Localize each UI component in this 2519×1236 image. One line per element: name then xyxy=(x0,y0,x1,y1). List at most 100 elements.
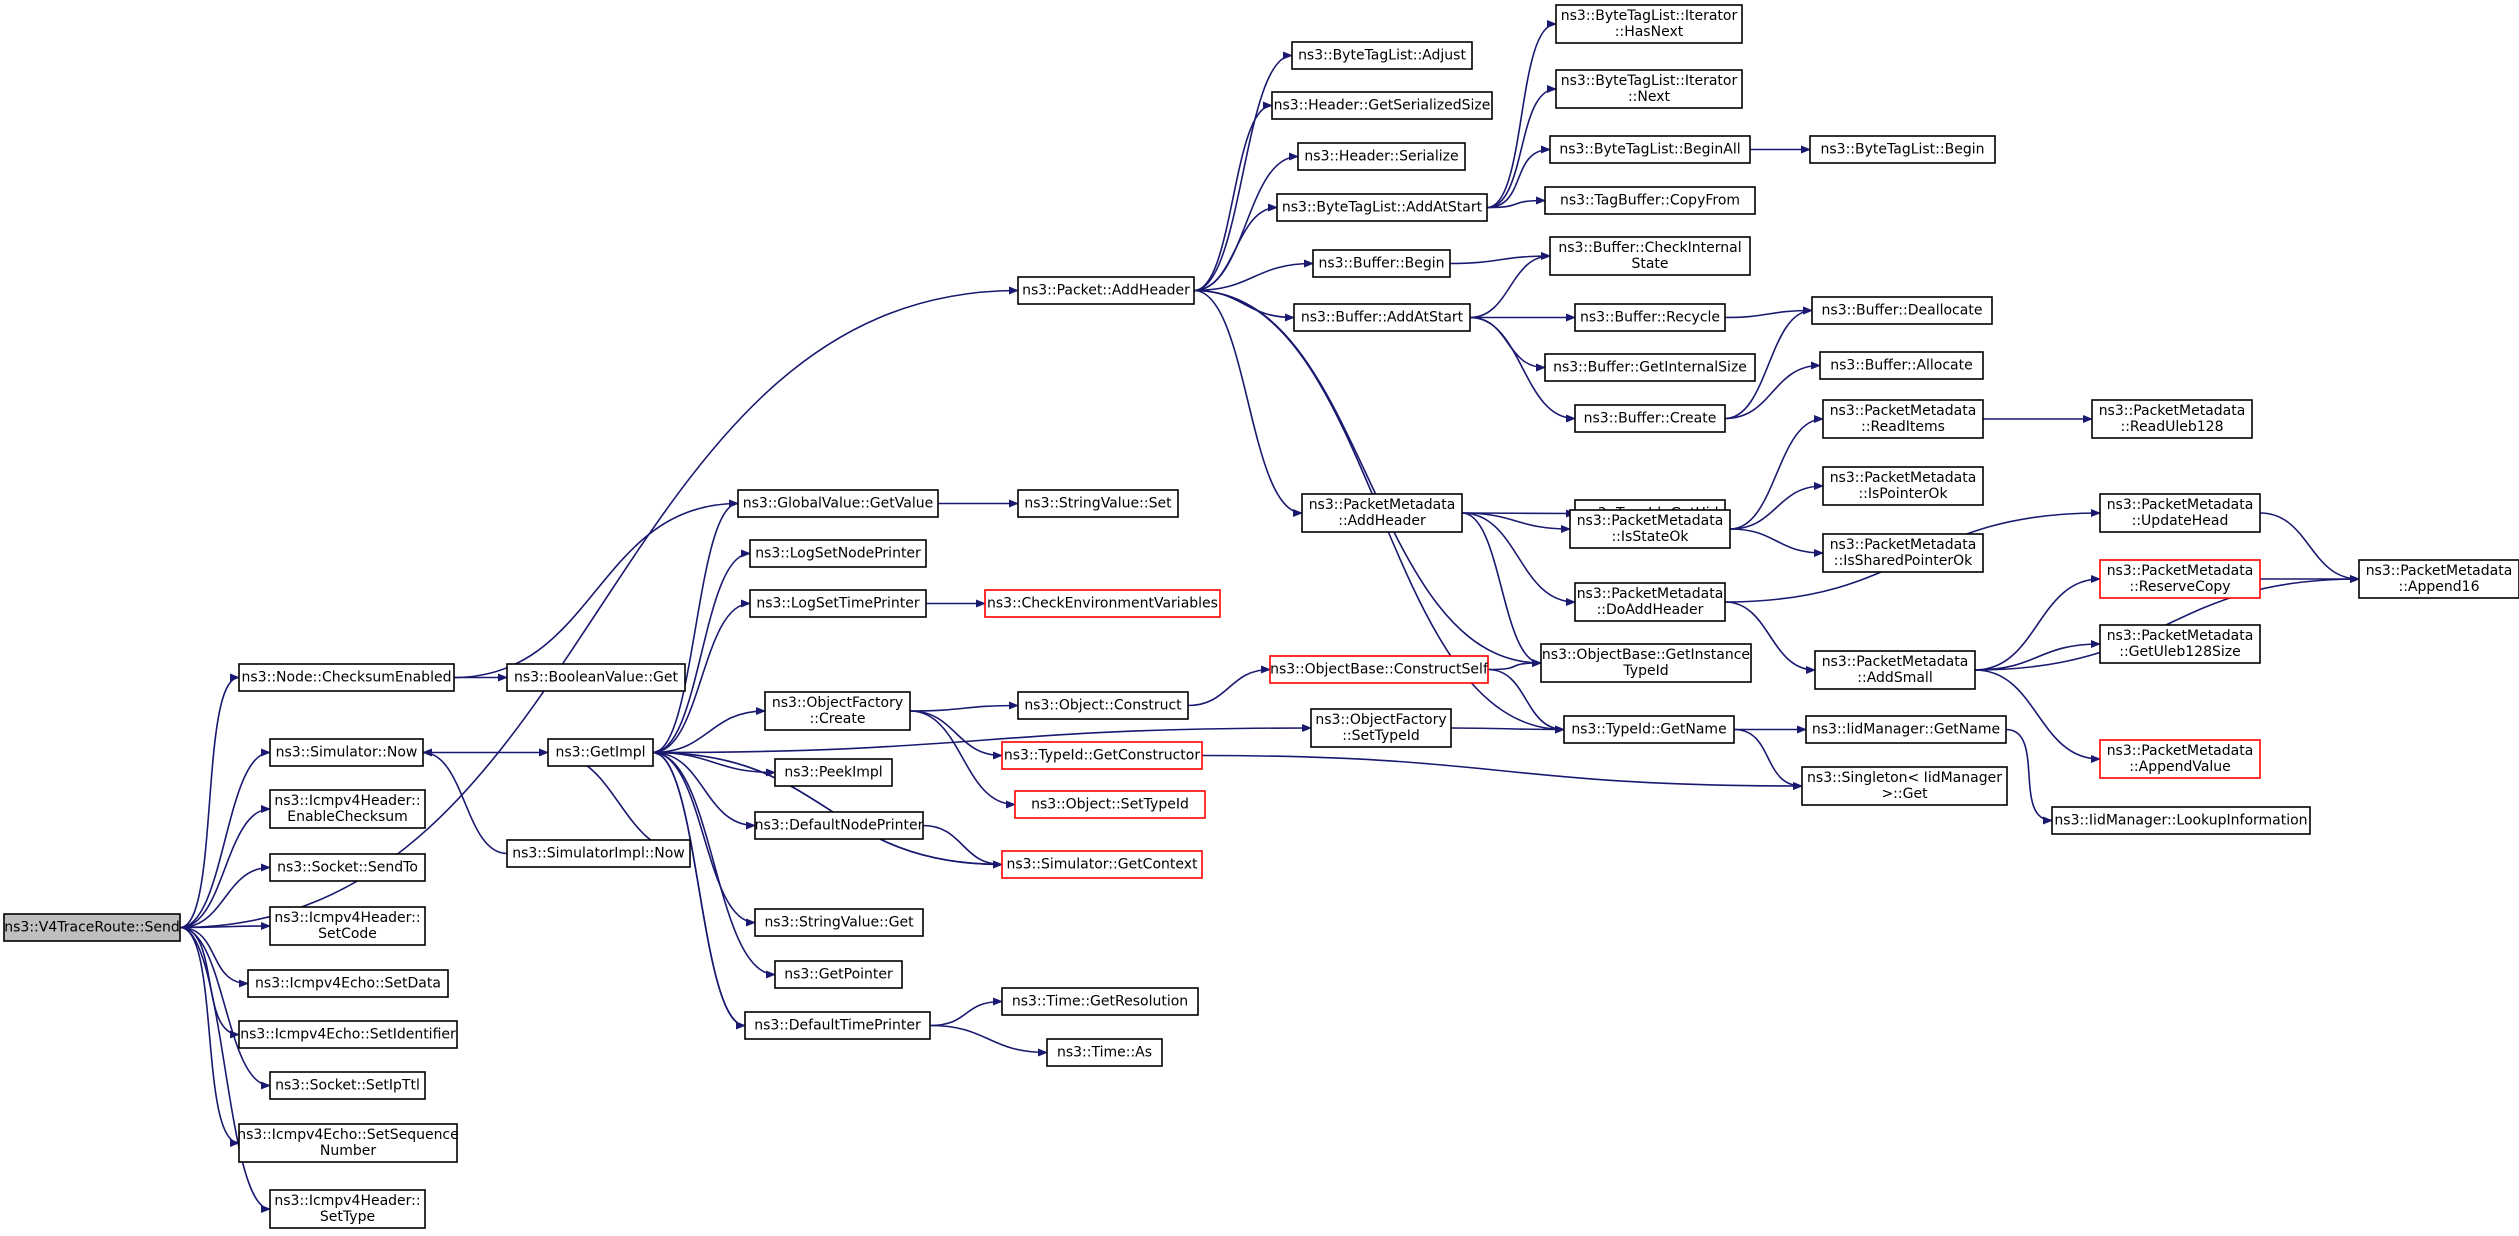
node-pmGetUlebSize[interactable]: ns3::PacketMetadata::GetUleb128Size xyxy=(2099,624,2261,664)
node-label: ns3::ByteTagList::Begin xyxy=(1821,142,1985,158)
node-label: ::HasNext xyxy=(1615,24,1684,40)
node-label: ns3::BooleanValue::Get xyxy=(514,670,679,686)
node-simGetContext[interactable]: ns3::Simulator::GetContext xyxy=(1001,850,1203,879)
node-bufDealloc[interactable]: ns3::Buffer::Deallocate xyxy=(1811,296,1993,325)
node-bufRecycle[interactable]: ns3::Buffer::Recycle xyxy=(1574,303,1726,332)
node-bufBegin[interactable]: ns3::Buffer::Begin xyxy=(1312,249,1451,278)
node-btlBeginAll[interactable]: ns3::ByteTagList::BeginAll xyxy=(1549,135,1751,164)
edge-getImpl-svGet xyxy=(652,751,756,927)
node-ofSetTypeId[interactable]: ns3::ObjectFactory::SetTypeId xyxy=(1310,708,1452,748)
node-box xyxy=(774,960,903,989)
node-pmAddSmall[interactable]: ns3::PacketMetadata::AddSmall xyxy=(1814,650,1976,690)
node-label: ns3::Buffer::Create xyxy=(1584,411,1717,427)
node-btliNext[interactable]: ns3::ByteTagList::Iterator::Next xyxy=(1555,69,1743,109)
node-label: ns3::Icmpv4Echo::SetSequence xyxy=(237,1127,459,1143)
node-btlAddAtStart[interactable]: ns3::ByteTagList::AddAtStart xyxy=(1276,193,1488,222)
node-setdata[interactable]: ns3::Icmpv4Echo::SetData xyxy=(247,969,449,998)
node-gvGetValue[interactable]: ns3::GlobalValue::GetValue xyxy=(737,489,939,518)
node-iidLookup[interactable]: ns3::IidManager::LookupInformation xyxy=(2051,806,2311,835)
node-label: ns3::PacketMetadata xyxy=(2107,628,2254,644)
node-label: ns3::V4TraceRoute::Send xyxy=(4,920,179,936)
edge-send-settype xyxy=(179,926,271,1213)
node-box xyxy=(737,489,939,518)
node-label: ns3::Simulator::Now xyxy=(276,745,418,761)
node-setipttl[interactable]: ns3::Socket::SetIpTtl xyxy=(269,1071,426,1100)
node-bufGetIntSize[interactable]: ns3::Buffer::GetInternalSize xyxy=(1544,353,1756,382)
node-enablecs[interactable]: ns3::Icmpv4Header::EnableChecksum xyxy=(269,789,426,829)
node-defTimePrinter[interactable]: ns3::DefaultTimePrinter xyxy=(744,1011,931,1040)
node-bufAlloc[interactable]: ns3::Buffer::Allocate xyxy=(1819,351,1984,380)
node-defNodePrinter[interactable]: ns3::DefaultNodePrinter xyxy=(754,811,924,840)
edge-bufBegin-bufCheckInt xyxy=(1449,252,1551,265)
node-logSetTime[interactable]: ns3::LogSetTimePrinter xyxy=(749,589,927,618)
node-svGet[interactable]: ns3::StringValue::Get xyxy=(754,908,924,937)
node-getImpl[interactable]: ns3::GetImpl xyxy=(547,738,654,767)
node-pmIsShared[interactable]: ns3::PacketMetadata::IsSharedPointerOk xyxy=(1822,533,1984,573)
node-timeAs[interactable]: ns3::Time::As xyxy=(1046,1038,1163,1067)
node-label: ns3::PacketMetadata xyxy=(1830,403,1977,419)
node-pmReadItems[interactable]: ns3::PacketMetadata::ReadItems xyxy=(1822,399,1984,439)
node-pmIsStateOk[interactable]: ns3::PacketMetadata::IsStateOk xyxy=(1569,509,1731,549)
edge-obConstructSelf-obGetInstTid xyxy=(1487,659,1542,671)
node-obConstructSelf[interactable]: ns3::ObjectBase::ConstructSelf xyxy=(1269,655,1489,684)
node-label: ns3::Icmpv4Echo::SetIdentifier xyxy=(240,1027,456,1043)
node-logSetNode[interactable]: ns3::LogSetNodePrinter xyxy=(749,539,927,568)
node-peekImpl[interactable]: ns3::PeekImpl xyxy=(774,758,893,787)
node-pmAppendValue[interactable]: ns3::PacketMetadata::AppendValue xyxy=(2099,739,2261,779)
node-svSet[interactable]: ns3::StringValue::Set xyxy=(1017,489,1179,518)
node-box xyxy=(269,1189,426,1229)
node-label: ::GetUleb128Size xyxy=(2119,644,2240,660)
node-settype[interactable]: ns3::Icmpv4Header::SetType xyxy=(269,1189,426,1229)
node-objSetTid[interactable]: ns3::Object::SetTypeId xyxy=(1014,790,1206,819)
node-objConstruct[interactable]: ns3::Object::Construct xyxy=(1017,691,1189,720)
node-box xyxy=(1544,353,1756,382)
edge-bufCreate-bufAlloc xyxy=(1724,361,1821,420)
node-sendto[interactable]: ns3::Socket::SendTo xyxy=(269,853,426,882)
node-box xyxy=(754,908,924,937)
node-pmDoAddHeader[interactable]: ns3::PacketMetadata::DoAddHeader xyxy=(1574,582,1726,622)
node-tbCopyFrom[interactable]: ns3::TagBuffer::CopyFrom xyxy=(1544,186,1756,215)
node-getPointer[interactable]: ns3::GetPointer xyxy=(774,960,903,989)
node-hdrSer[interactable]: ns3::Header::Serialize xyxy=(1297,142,1466,171)
node-send[interactable]: ns3::V4TraceRoute::Send xyxy=(3,913,181,942)
node-iidGetName[interactable]: ns3::IidManager::GetName xyxy=(1805,715,2007,744)
node-label: ns3::StringValue::Get xyxy=(764,915,914,931)
node-bufAddAtStart[interactable]: ns3::Buffer::AddAtStart xyxy=(1293,303,1471,332)
node-btlAdjust[interactable]: ns3::ByteTagList::Adjust xyxy=(1291,41,1473,70)
node-timeGetRes[interactable]: ns3::Time::GetResolution xyxy=(1001,987,1199,1016)
node-checksum[interactable]: ns3::Node::ChecksumEnabled xyxy=(238,663,455,692)
node-simnow[interactable]: ns3::Simulator::Now xyxy=(269,738,424,767)
node-checkEnv[interactable]: ns3::CheckEnvironmentVariables xyxy=(984,589,1221,618)
node-tidGetCtor[interactable]: ns3::TypeId::GetConstructor xyxy=(1001,741,1203,770)
node-btlBegin[interactable]: ns3::ByteTagList::Begin xyxy=(1809,135,1996,164)
node-pmAddHeader[interactable]: ns3::PacketMetadata::AddHeader xyxy=(1301,493,1463,533)
node-pmIsPointerOk[interactable]: ns3::PacketMetadata::IsPointerOk xyxy=(1822,466,1984,506)
node-pmUpdateHead[interactable]: ns3::PacketMetadata::UpdateHead xyxy=(2099,493,2261,533)
edge-defNodePrinter-simGetContext xyxy=(922,824,1003,869)
node-pmReadUleb[interactable]: ns3::PacketMetadata::ReadUleb128 xyxy=(2091,399,2253,439)
node-setcode[interactable]: ns3::Icmpv4Header::SetCode xyxy=(269,906,426,946)
edge-getImpl-gvGetValue xyxy=(652,499,739,754)
node-label: ns3::DefaultTimePrinter xyxy=(754,1018,921,1034)
node-hdrGetSize[interactable]: ns3::Header::GetSerializedSize xyxy=(1271,91,1493,120)
edge-bufCreate-bufDealloc xyxy=(1724,306,1813,420)
node-box xyxy=(1801,766,2008,806)
node-box xyxy=(547,738,654,767)
node-pmAppend16[interactable]: ns3::PacketMetadata::Append16 xyxy=(2358,559,2519,599)
node-addheader[interactable]: ns3::Packet::AddHeader xyxy=(1017,276,1195,305)
node-box xyxy=(1822,466,1984,506)
node-btliHasNext[interactable]: ns3::ByteTagList::Iterator::HasNext xyxy=(1555,4,1743,44)
node-boolGet[interactable]: ns3::BooleanValue::Get xyxy=(506,663,686,692)
node-ofCreate[interactable]: ns3::ObjectFactory::Create xyxy=(764,691,911,731)
edge-send-setseq xyxy=(179,926,240,1147)
node-tidGetName[interactable]: ns3::TypeId::GetName xyxy=(1563,715,1735,744)
node-simImplNow[interactable]: ns3::SimulatorImpl::Now xyxy=(506,839,691,868)
node-bufCreate[interactable]: ns3::Buffer::Create xyxy=(1574,404,1726,433)
node-singletonGet[interactable]: ns3::Singleton< IidManager>::Get xyxy=(1801,766,2008,806)
node-pmReserveCopy[interactable]: ns3::PacketMetadata::ReserveCopy xyxy=(2099,559,2261,599)
node-setident[interactable]: ns3::Icmpv4Echo::SetIdentifier xyxy=(238,1020,458,1049)
node-label: ns3::GetImpl xyxy=(555,745,645,761)
